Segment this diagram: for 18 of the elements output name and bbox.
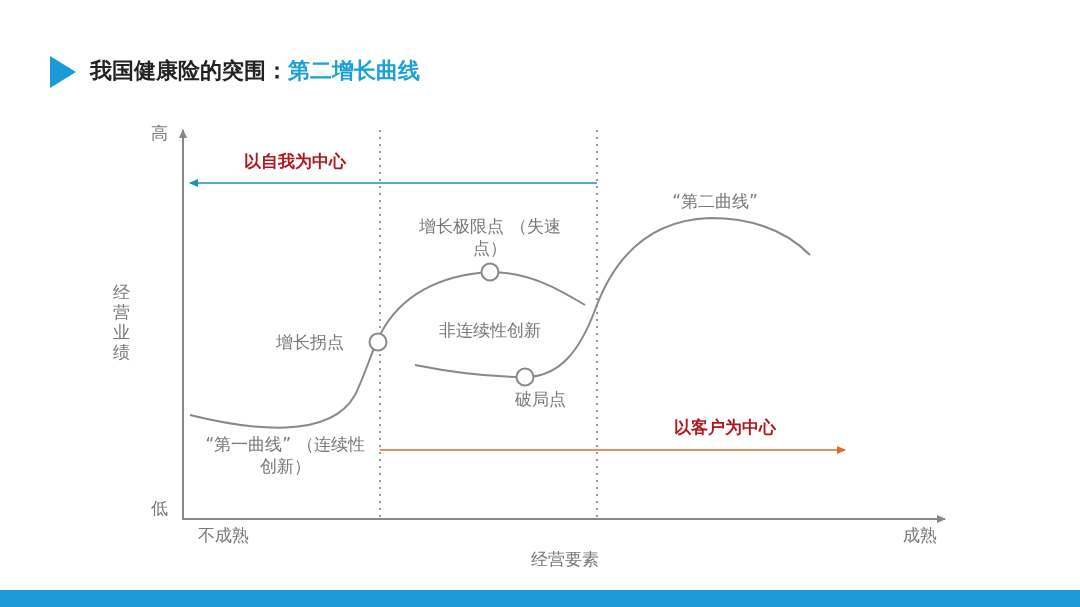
axis-title: 经营业绩 (111, 282, 131, 362)
axis-label: 不成熟 (196, 524, 250, 546)
arrow-label: 以自我为中心 (243, 150, 347, 172)
title: 我国健康险的突围：第二增长曲线 (90, 57, 420, 85)
axis-label: 成熟 (902, 524, 938, 546)
point-label: 增长极限点 （失速点） (418, 215, 562, 259)
axis-label: 高 (149, 122, 169, 144)
axis-label: 低 (149, 497, 169, 519)
point-marker (368, 332, 388, 352)
point-label: 增长拐点 (275, 331, 345, 353)
point-marker (480, 262, 500, 282)
point-label: 破局点 (513, 388, 567, 410)
arrow-label: 以客户为中心 (673, 416, 777, 438)
axis-title: 经营要素 (530, 548, 600, 570)
point-marker (515, 367, 535, 387)
curve-label: “第二曲线” (671, 190, 759, 212)
curve-label: “第一曲线” （连续性创新） (204, 433, 366, 477)
region-label: 非连续性创新 (438, 319, 542, 341)
